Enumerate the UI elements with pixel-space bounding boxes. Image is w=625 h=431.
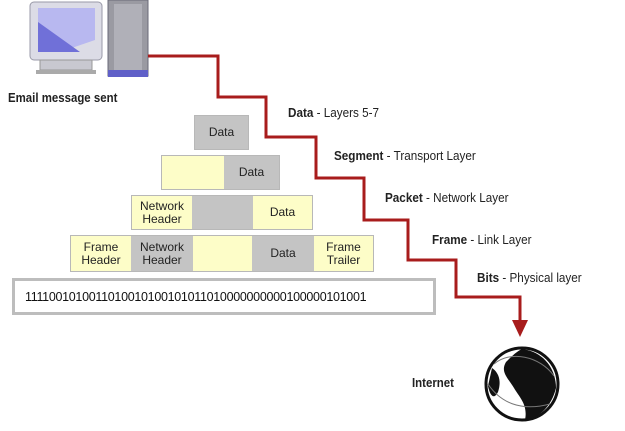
transmission-path [148, 54, 522, 325]
layer-label-bits: Bits - Physical layer [477, 270, 582, 285]
layer-name: Bits [477, 270, 500, 285]
data-cell: Data [253, 196, 312, 229]
data-cell: Data [252, 236, 314, 271]
data-pdu: Data [194, 115, 249, 150]
frame-pdu: Frame Header Network Header Data Frame T… [70, 235, 374, 272]
layer-label-frame: Frame - Link Layer [432, 232, 532, 247]
layer-name: Packet [385, 190, 423, 205]
layer-name: Frame [432, 232, 468, 247]
internet-label: Internet [412, 375, 454, 390]
network-header-cell: Network Header [131, 236, 193, 271]
frame-trailer-cell: Frame Trailer [314, 236, 373, 271]
layer-desc: - Network Layer [422, 190, 509, 205]
layer-name: Segment [334, 148, 384, 163]
transport-header-cell [162, 156, 224, 189]
packet-pdu: Network Header Data [131, 195, 313, 230]
layer-name: Data [288, 105, 314, 120]
layer-desc: - Physical layer [499, 270, 582, 285]
data-cell: Data [224, 156, 279, 189]
layer-label-packet: Packet - Network Layer [385, 190, 509, 205]
frame-header-cell: Frame Header [71, 236, 131, 271]
arrow-head-icon [512, 320, 528, 337]
computer-icon [29, 0, 149, 77]
layer-desc: - Transport Layer [383, 148, 476, 163]
network-header-cell: Network Header [132, 196, 192, 229]
layer-desc: - Layers 5-7 [313, 105, 380, 120]
layer-label-segment: Segment - Transport Layer [334, 148, 476, 163]
layer-label-data: Data - Layers 5-7 [288, 105, 379, 120]
bits-stream: 1111001010011010010100101011010000000000… [12, 278, 436, 315]
data-cell: Data [195, 116, 248, 149]
segment-pdu: Data [161, 155, 280, 190]
layer-desc: - Link Layer [467, 232, 532, 247]
transport-header-cell [192, 196, 253, 229]
sender-label: Email message sent [8, 90, 118, 105]
globe-icon [484, 346, 560, 422]
transport-header-cell [193, 236, 252, 271]
